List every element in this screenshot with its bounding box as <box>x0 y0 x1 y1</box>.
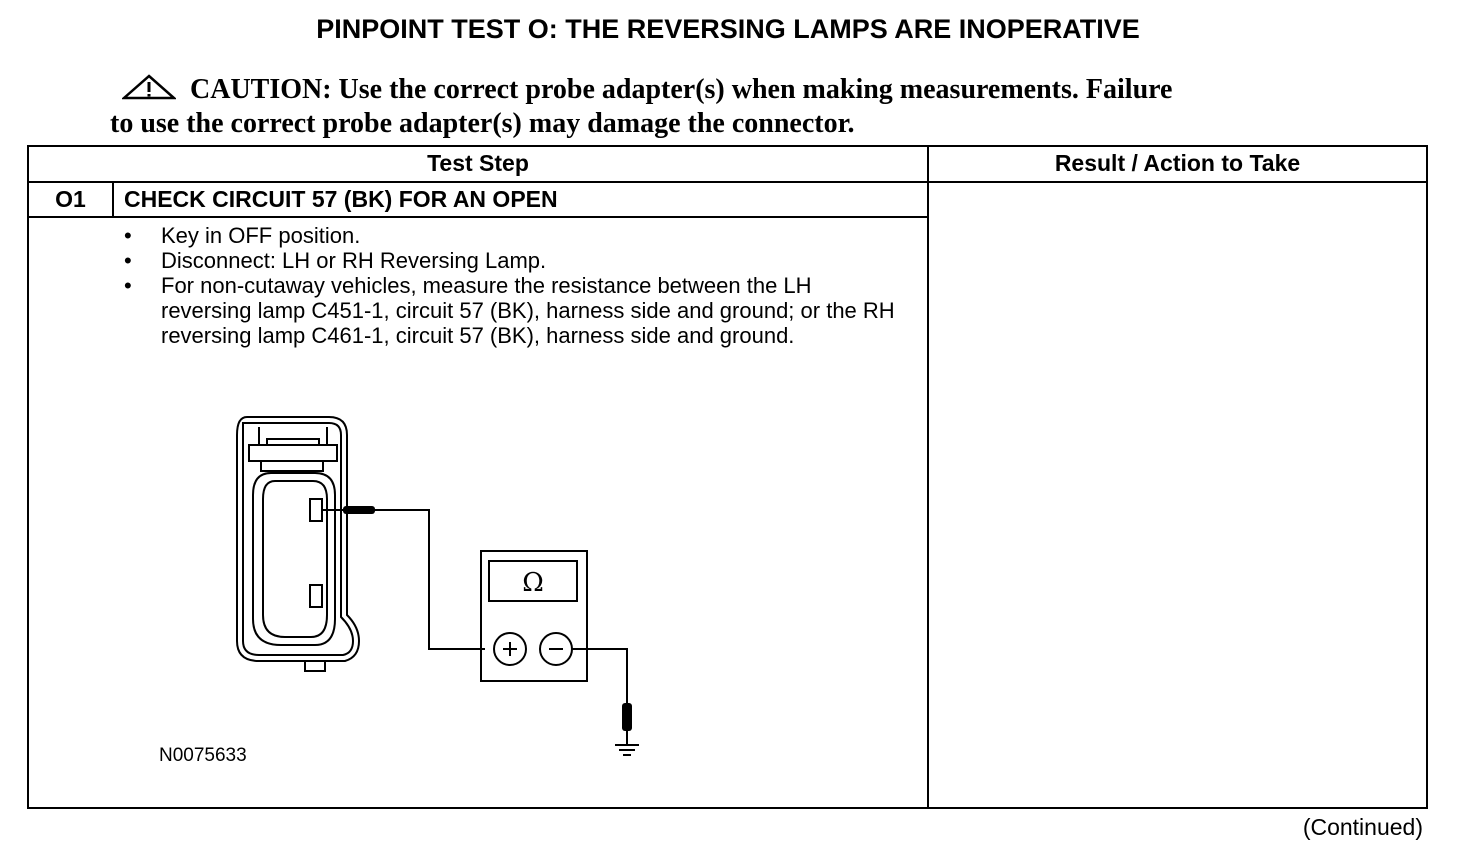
step-instructions: Key in OFF position. Disconnect: LH or R… <box>124 223 904 348</box>
caution-line-1: CAUTION: Use the correct probe adapter(s… <box>110 74 1310 108</box>
column-divider <box>927 147 929 807</box>
header-test-step: Test Step <box>427 150 529 176</box>
probe-wire-positive <box>322 509 485 650</box>
step-row-divider <box>29 216 927 218</box>
connector-cavity <box>252 472 336 646</box>
header-result: Result / Action to Take <box>1054 150 1301 176</box>
terminal-2 <box>309 584 323 608</box>
continued-label: (Continued) <box>1302 814 1423 840</box>
probe-wire-negative <box>572 648 628 705</box>
connector-body <box>236 416 361 662</box>
warning-triangle-icon <box>120 74 178 108</box>
connector-latch <box>248 427 338 462</box>
ohm-symbol: Ω <box>522 568 544 598</box>
test-table: Test Step Result / Action to Take O1 CHE… <box>27 145 1428 809</box>
instruction-item: For non-cutaway vehicles, measure the re… <box>124 273 904 348</box>
multimeter-display <box>488 560 578 602</box>
step-id-divider <box>112 181 114 217</box>
step-id: O1 <box>55 186 86 212</box>
caution-note: CAUTION: Use the correct probe adapter(s… <box>110 74 1310 140</box>
page-title: PINPOINT TEST O: THE REVERSING LAMPS ARE… <box>316 14 1140 44</box>
step-title: CHECK CIRCUIT 57 (BK) FOR AN OPEN <box>124 186 558 212</box>
instruction-item: Disconnect: LH or RH Reversing Lamp. <box>124 248 904 273</box>
positive-terminal-icon <box>493 632 527 666</box>
caution-line-2: to use the correct probe adapter(s) may … <box>110 108 855 139</box>
figure-id: N0075633 <box>159 745 247 766</box>
connector-measurement-diagram: Ω <box>236 416 639 756</box>
caution-text-1: CAUTION: Use the correct probe adapter(s… <box>190 74 1173 105</box>
terminal-1 <box>309 498 323 522</box>
multimeter <box>480 550 588 682</box>
instruction-item: Key in OFF position. <box>124 223 904 248</box>
header-divider <box>29 181 1426 183</box>
